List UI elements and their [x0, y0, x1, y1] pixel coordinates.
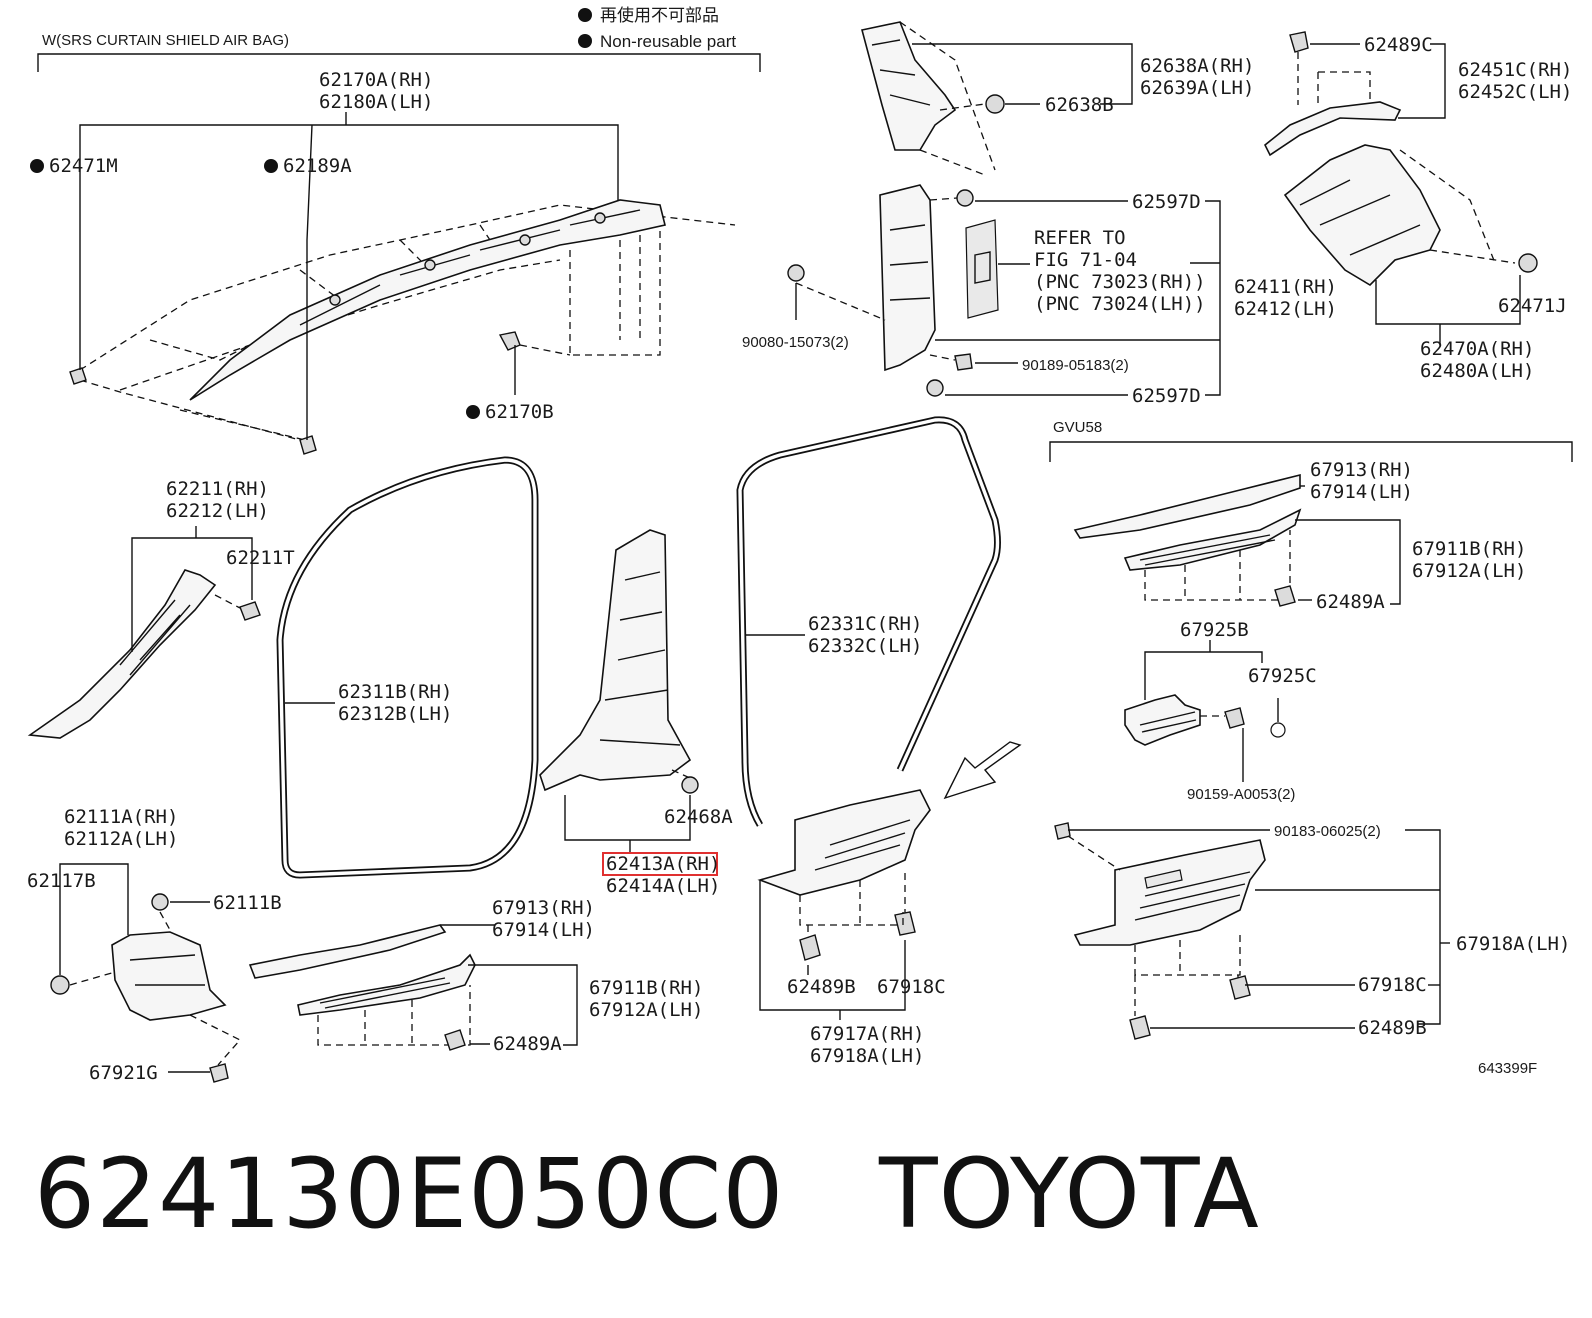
label-62332C: 62332C(LH): [808, 635, 922, 657]
label-67918A-right: 67918A(LH): [1456, 933, 1570, 955]
gvu58-group-label: GVU58: [1053, 419, 1102, 436]
nonreusable-legend-en: Non-reusable part: [600, 32, 736, 51]
quarter-trim-62470A: [1283, 144, 1538, 287]
rear-step-67917A: [757, 789, 931, 961]
label-67925C: 67925C: [1248, 665, 1317, 687]
label-67914-right: 67914(LH): [1310, 481, 1413, 503]
label-62211: 62211(RH): [166, 478, 269, 500]
label-62312B: 62312B(LH): [338, 703, 452, 725]
bracket-62451C: [1263, 31, 1402, 157]
label-62638B: 62638B: [1045, 94, 1114, 116]
label-62112A: 62112A(LH): [64, 828, 178, 850]
label-62489A-left: 62489A: [493, 1033, 562, 1055]
label-67913-left: 67913(RH): [492, 897, 595, 919]
label-90159-A0053: 90159-A0053(2): [1187, 786, 1295, 803]
nonreusable-dot-icon: [466, 405, 480, 419]
label-62489C: 62489C: [1364, 34, 1433, 56]
scuff-plates-left: [248, 924, 476, 1051]
label-62412: 62412(LH): [1234, 298, 1337, 320]
scuff-plates-right: [1073, 473, 1302, 607]
label-62471J: 62471J: [1498, 295, 1567, 317]
nonreusable-dot-icon: [578, 8, 592, 22]
label-62451C: 62451C(RH): [1458, 59, 1572, 81]
label-62414A: 62414A(LH): [606, 875, 720, 897]
label-67921G: 67921G: [89, 1062, 158, 1084]
pillar-garnish-62638A: [861, 21, 1005, 176]
label-62170B: 62170B: [485, 401, 554, 423]
label-67918C-center: 67918C: [877, 976, 946, 998]
label-62111A: 62111A(RH): [64, 806, 178, 828]
nonreusable-dot-icon: [264, 159, 278, 173]
refer-line1: REFER TO: [1034, 227, 1126, 249]
part-number-footer: 624130E050C0 TOYOTA: [34, 1138, 1260, 1250]
label-62638A: 62638A(RH): [1140, 55, 1254, 77]
refer-line2: FIG 71-04: [1034, 249, 1137, 271]
bracket-67925B: [1124, 694, 1286, 746]
figure-code: 643399F: [1478, 1060, 1537, 1077]
label-62311B: 62311B(RH): [338, 681, 452, 703]
direction-arrow-icon: [943, 741, 1022, 800]
label-67917A: 67917A(RH): [810, 1023, 924, 1045]
label-62411: 62411(RH): [1234, 276, 1337, 298]
leader-62170A: [79, 124, 619, 370]
center-pillar-lower-62413A: [539, 529, 699, 794]
front-pillar-garnish-62211: [27, 569, 261, 739]
label-62489A-right: 62489A: [1316, 591, 1385, 613]
refer-line4: (PNC 73024(LH)): [1034, 293, 1206, 315]
label-67918A-center: 67918A(LH): [810, 1045, 924, 1067]
label-62489B-center: 62489B: [787, 976, 856, 998]
label-62470A: 62470A(RH): [1420, 338, 1534, 360]
label-67925B: 67925B: [1180, 619, 1249, 641]
label-90183-06025: 90183-06025(2): [1274, 823, 1381, 840]
label-62597D-top: 62597D: [1132, 191, 1201, 213]
center-pillar-upper-62411: [787, 184, 999, 397]
label-62468A: 62468A: [664, 806, 733, 828]
nonreusable-dot-icon: [30, 159, 44, 173]
label-62331C: 62331C(RH): [808, 613, 922, 635]
label-90189-05183: 90189-05183(2): [1022, 357, 1129, 374]
rear-step-67918A: [1054, 822, 1266, 1040]
label-62480A: 62480A(LH): [1420, 360, 1534, 382]
label-62471M: 62471M: [49, 155, 118, 177]
label-62180A: 62180A(LH): [319, 91, 433, 113]
highlight-box-62413A: [602, 852, 718, 876]
rear-door-weatherstrip-62331C: [736, 416, 1001, 827]
label-62189A: 62189A: [283, 155, 352, 177]
srs-group-bracket: [37, 53, 761, 72]
label-67912A-right: 67912A(LH): [1412, 560, 1526, 582]
refer-line3: (PNC 73023(RH)): [1034, 271, 1206, 293]
label-62489B-right: 62489B: [1358, 1017, 1427, 1039]
label-67913-right: 67913(RH): [1310, 459, 1413, 481]
gvu58-group-bracket: [1049, 441, 1573, 462]
cowl-side-trim-62111A: [50, 893, 242, 1083]
label-67911B-right: 67911B(RH): [1412, 538, 1526, 560]
nonreusable-dot-icon: [578, 34, 592, 48]
label-62452C: 62452C(LH): [1458, 81, 1572, 103]
label-62212: 62212(LH): [166, 500, 269, 522]
label-90080-15073: 90080-15073(2): [742, 334, 849, 351]
label-62597D-bottom: 62597D: [1132, 385, 1201, 407]
label-62111B: 62111B: [213, 892, 282, 914]
label-67918C-right: 67918C: [1358, 974, 1427, 996]
label-67911B-left: 67911B(RH): [589, 977, 703, 999]
label-62639A: 62639A(LH): [1140, 77, 1254, 99]
label-67914-left: 67914(LH): [492, 919, 595, 941]
curtain-airbag-assembly: [69, 199, 736, 455]
label-62170A: 62170A(RH): [319, 69, 433, 91]
front-door-weatherstrip-62311B: [276, 456, 539, 879]
label-67912A-left: 67912A(LH): [589, 999, 703, 1021]
label-62117B: 62117B: [27, 870, 96, 892]
label-62211T: 62211T: [226, 547, 295, 569]
srs-group-label: W(SRS CURTAIN SHIELD AIR BAG): [42, 32, 289, 49]
nonreusable-legend-jp: 再使用不可部品: [600, 5, 719, 25]
label-62413A: 62413A(RH): [606, 853, 720, 875]
